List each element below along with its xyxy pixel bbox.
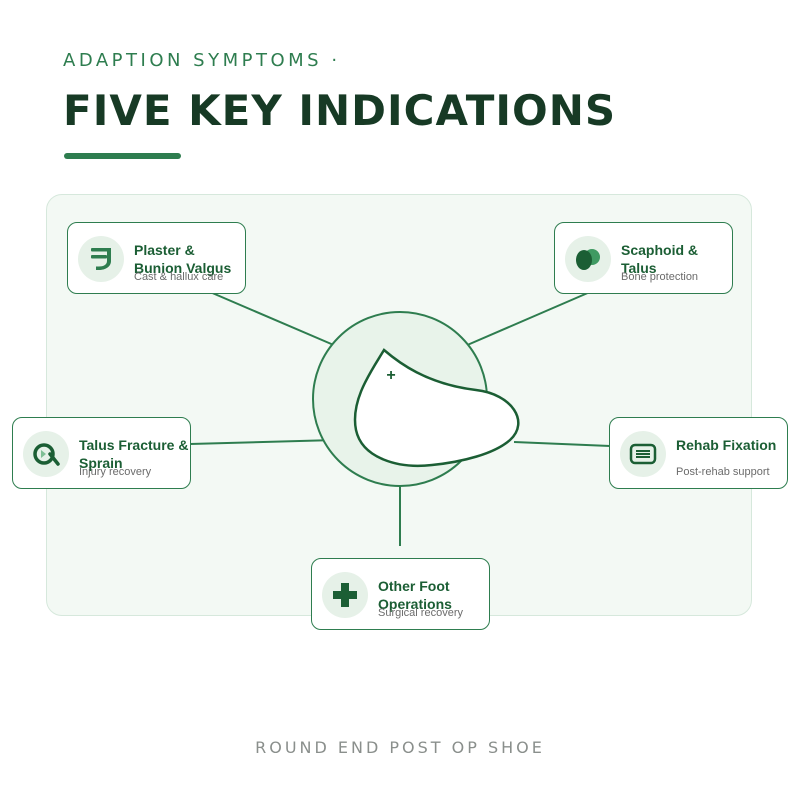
connector-left xyxy=(189,439,337,445)
indication-card-plaster[interactable]: Plaster & Bunion Valgus Cast & hallux ca… xyxy=(67,222,246,294)
indication-title: Rehab Fixation xyxy=(676,437,777,453)
indication-subtitle: Bone protection xyxy=(621,271,699,283)
product-name: ROUND END POST OP SHOE xyxy=(255,738,545,757)
indication-title: Plaster & Bunion Valgus xyxy=(134,242,232,276)
indication-card-talus-fracture[interactable]: Talus Fracture & Sprain Injury recovery xyxy=(12,417,191,489)
indication-subtitle: Surgical recovery xyxy=(378,607,463,619)
indication-subtitle: Injury recovery xyxy=(79,466,152,478)
section-kicker: ADAPTION SYMPTOMS · xyxy=(63,50,341,71)
connector-right xyxy=(513,441,611,447)
indication-card-other-operations[interactable]: Other Foot Operations Surgical recovery xyxy=(311,558,490,630)
hub-plus-sign: + xyxy=(386,367,395,384)
indication-title: Other Foot Operations xyxy=(378,578,452,612)
indication-subtitle: Cast & hallux care xyxy=(134,271,224,283)
title-underline xyxy=(64,153,181,159)
connector-top-left xyxy=(209,291,337,347)
fixation-icon xyxy=(620,431,666,477)
indication-title: Scaphoid & Talus xyxy=(621,242,699,276)
indication-card-scaphoid[interactable]: Scaphoid & Talus Bone protection xyxy=(554,222,733,294)
page-title: FIVE KEY INDICATIONS xyxy=(63,86,617,135)
indication-title: Talus Fracture & Sprain xyxy=(79,437,189,471)
connector-top-right xyxy=(464,291,591,347)
bones-icon xyxy=(565,236,611,282)
medical-cross-icon xyxy=(322,572,368,618)
plaster-icon xyxy=(78,236,124,282)
indication-subtitle: Post-rehab support xyxy=(676,466,770,478)
fracture-icon xyxy=(23,431,69,477)
indication-card-rehab[interactable]: Rehab Fixation Post-rehab support xyxy=(609,417,788,489)
